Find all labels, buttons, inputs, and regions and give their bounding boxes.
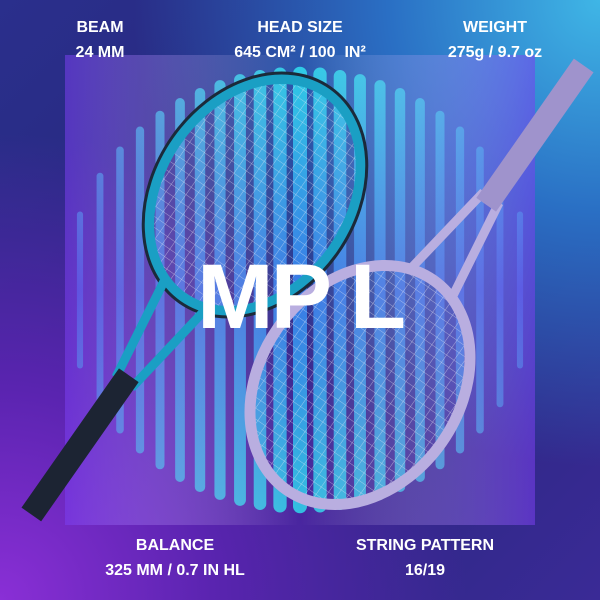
- spec-balance: BALANCE 325 MM / 0.7 IN HL: [85, 533, 265, 583]
- spec-beam: BEAM 24 MM: [40, 15, 160, 65]
- spec-weight: WEIGHT 275g / 9.7 oz: [425, 15, 565, 65]
- spec-label: BEAM: [76, 19, 124, 36]
- spec-label: HEAD SIZE: [257, 19, 343, 36]
- lilac-racket-image: [244, 58, 594, 511]
- spec-string-pattern: STRING PATTERN 16/19: [335, 533, 515, 583]
- model-title: MP L: [196, 246, 406, 348]
- spec-value: 645 CM² / 100 IN²: [234, 44, 366, 61]
- spec-value: 24 MM: [75, 44, 125, 61]
- spec-head-size: HEAD SIZE 645 CM² / 100 IN²: [200, 15, 400, 65]
- spec-value: 275g / 9.7 oz: [447, 44, 543, 61]
- spec-value: 325 MM / 0.7 IN HL: [105, 562, 245, 579]
- spec-value: 16/19: [404, 562, 446, 579]
- spec-label: WEIGHT: [463, 19, 527, 36]
- spec-label: BALANCE: [135, 537, 215, 554]
- spec-label: STRING PATTERN: [355, 537, 495, 554]
- teal-racket-image: [21, 71, 369, 522]
